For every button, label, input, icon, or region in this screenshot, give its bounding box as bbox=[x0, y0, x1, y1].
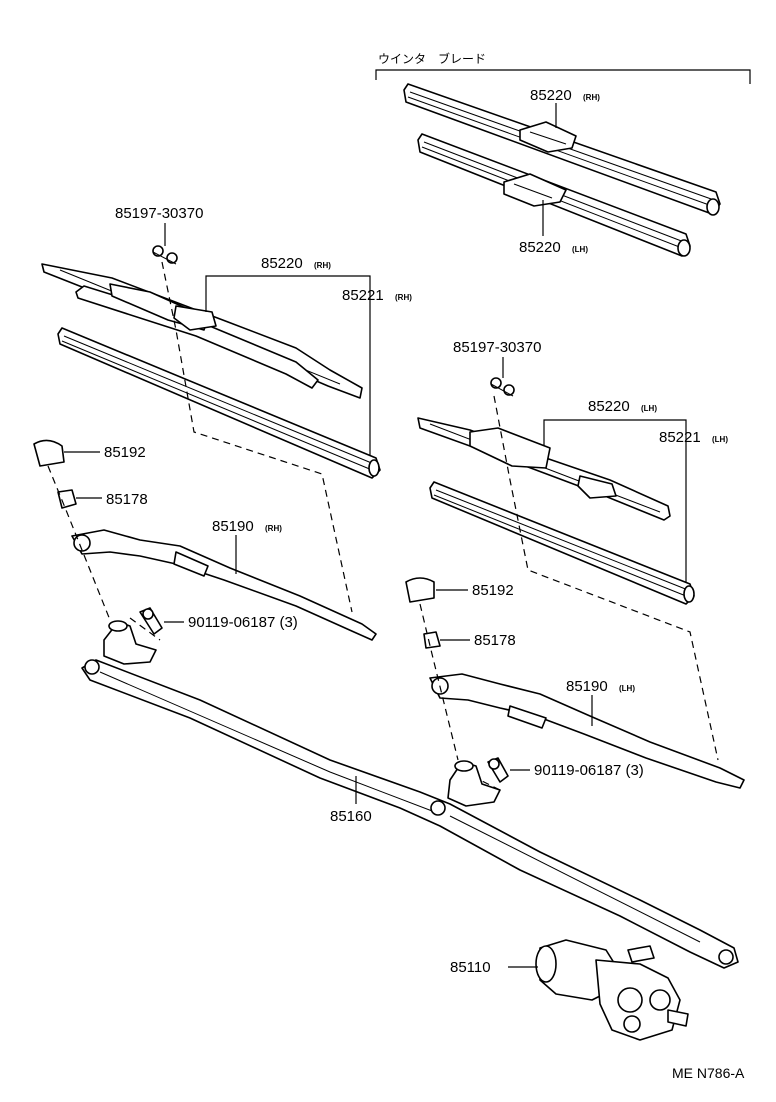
winter-blade-group: ウインタ ブレード 85220 (RH) 85220 (LH) bbox=[375, 51, 751, 257]
label-85220-rh: 85220 bbox=[261, 255, 303, 272]
label-85220-lh-winter: 85220 bbox=[519, 239, 561, 256]
refill-85221-rh[interactable] bbox=[57, 327, 381, 479]
label-85160: 85160 bbox=[330, 808, 372, 825]
label-85197-left: 85197-30370 bbox=[115, 205, 203, 222]
label-85221-lh: 85221 bbox=[659, 429, 701, 446]
lh-blade-assembly: 85197-30370 85220 (LH) 85221 (LH) bbox=[417, 339, 728, 605]
winter-blade-heading: ウインタ ブレード bbox=[378, 51, 486, 66]
rh-arm-group: 85192 85178 85190 (RH) 90119-06187 (3) bbox=[33, 439, 377, 641]
winter-blade-lh[interactable] bbox=[417, 133, 691, 257]
winter-blade-bracket bbox=[375, 69, 751, 84]
label-85178-right: 85178 bbox=[474, 632, 516, 649]
refill-85221-lh[interactable] bbox=[429, 481, 695, 605]
label-85220-lh-winter-suffix: (LH) bbox=[572, 245, 588, 254]
label-85220-lh: 85220 bbox=[588, 398, 630, 415]
diagram-code: ME N786-A bbox=[672, 1065, 745, 1081]
label-85178-left: 85178 bbox=[106, 491, 148, 508]
blade-85220-lh[interactable] bbox=[417, 417, 671, 521]
nut-85178-right[interactable] bbox=[423, 631, 441, 649]
label-85192-left: 85192 bbox=[104, 444, 146, 461]
nut-85178-left[interactable] bbox=[57, 489, 77, 509]
label-85190-rh: 85190 bbox=[212, 518, 254, 535]
assembly-dashed-lines bbox=[47, 261, 719, 791]
clip-85197-right[interactable] bbox=[490, 377, 515, 397]
label-85221-lh-suffix: (LH) bbox=[712, 435, 728, 444]
leader-85220-85221-lh bbox=[543, 419, 687, 582]
cap-85192-left[interactable] bbox=[33, 439, 65, 467]
blade-85220-rh[interactable] bbox=[41, 263, 363, 399]
label-85197-right: 85197-30370 bbox=[453, 339, 541, 356]
label-90119-right: 90119-06187 (3) bbox=[534, 762, 644, 779]
label-85110: 85110 bbox=[450, 959, 491, 976]
screw-90119-right[interactable] bbox=[487, 757, 509, 783]
screw-90119-left[interactable] bbox=[139, 607, 163, 635]
rh-blade-assembly: 85197-30370 85220 (RH) 85221 (RH) bbox=[41, 205, 412, 479]
label-85190-lh: 85190 bbox=[566, 678, 608, 695]
label-85220-rh-suffix: (RH) bbox=[314, 261, 331, 270]
label-90119-left: 90119-06187 (3) bbox=[188, 614, 298, 631]
label-85221-rh: 85221 bbox=[342, 287, 384, 304]
label-85220-rh-winter-suffix: (RH) bbox=[583, 93, 600, 102]
wiper-motor-85110[interactable] bbox=[535, 939, 689, 1041]
label-85221-rh-suffix: (RH) bbox=[395, 293, 412, 302]
winter-blade-rh[interactable] bbox=[403, 83, 721, 216]
label-85220-rh-winter: 85220 bbox=[530, 87, 572, 104]
label-85220-lh-suffix: (LH) bbox=[641, 404, 657, 413]
leader-85220-85221-rh bbox=[205, 275, 371, 455]
clip-85197-left[interactable] bbox=[152, 245, 178, 265]
cap-85192-right[interactable] bbox=[405, 577, 435, 603]
label-85192-right: 85192 bbox=[472, 582, 514, 599]
link-rod-85160[interactable] bbox=[81, 620, 739, 969]
label-85190-rh-suffix: (RH) bbox=[265, 524, 282, 533]
label-85190-lh-suffix: (LH) bbox=[619, 684, 635, 693]
